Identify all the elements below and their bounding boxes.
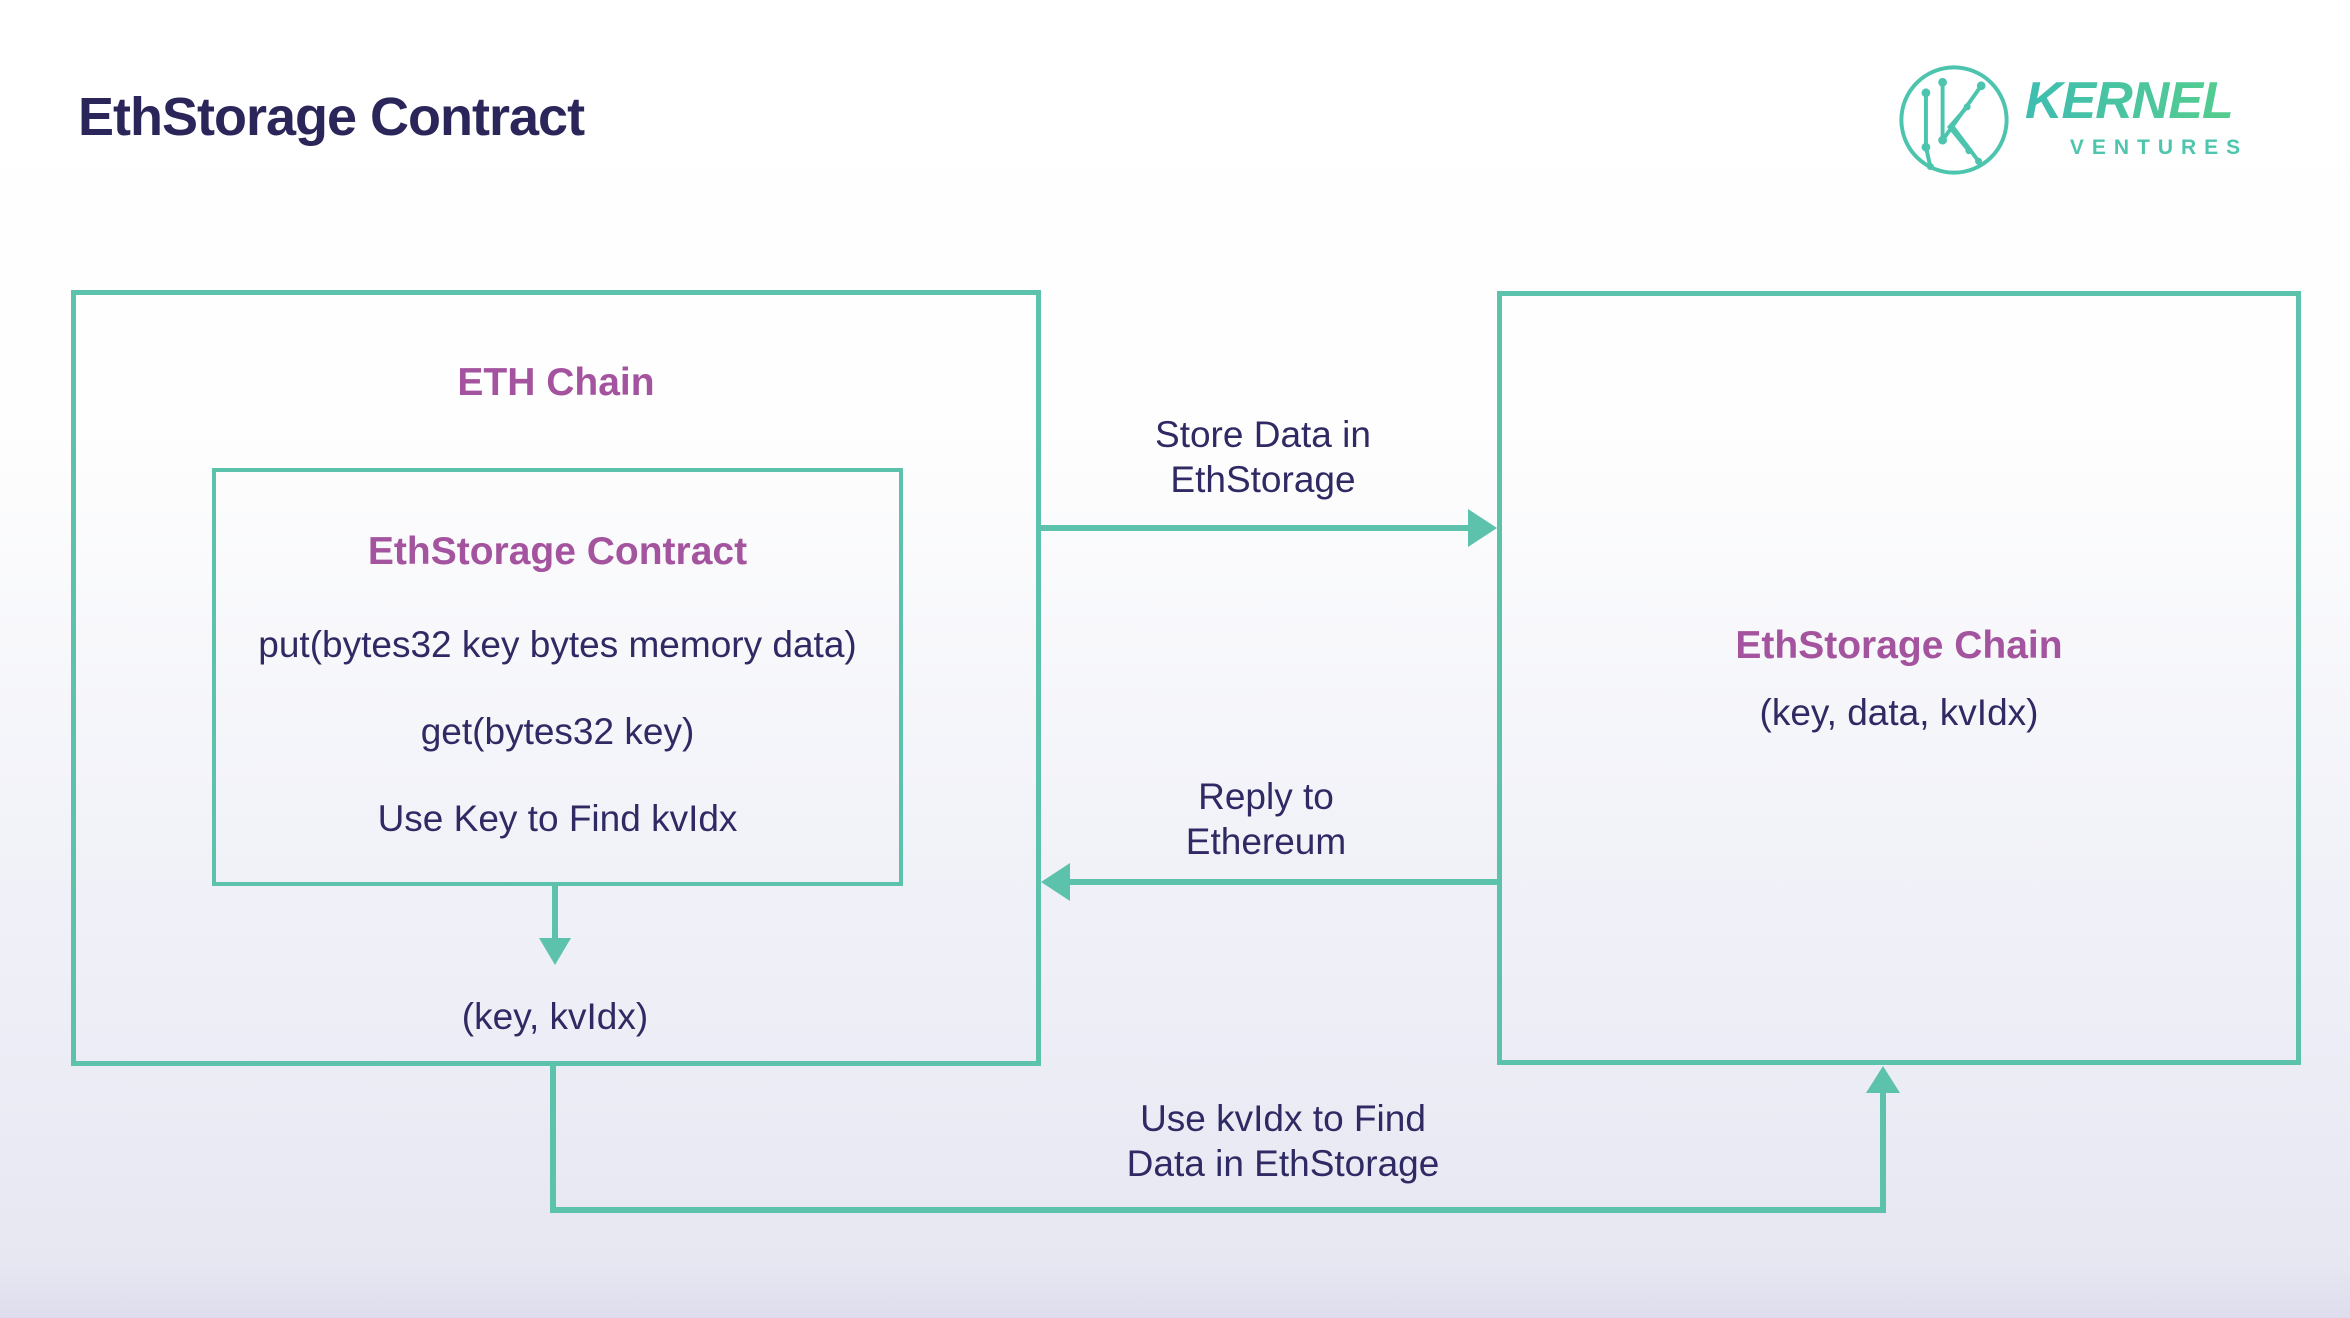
kernel-k-circle-icon xyxy=(1899,65,2009,175)
store-arrow-label-line2: EthStorage xyxy=(1170,459,1356,500)
find-arrow-label-line1: Use kvIdx to Find xyxy=(1140,1098,1426,1139)
contract-output-arrow-shaft xyxy=(552,886,558,940)
reply-arrow-label: Reply to Ethereum xyxy=(1066,774,1466,864)
page-title: EthStorage Contract xyxy=(78,87,585,147)
ethstorage-chain-tuple: (key, data, kvIdx) xyxy=(1759,692,2039,733)
kernel-ventures-logo: KERNEL VENTURES xyxy=(1897,60,2285,180)
reply-arrow-line xyxy=(1069,879,1497,885)
kernel-wordmark: KERNEL xyxy=(2025,72,2234,130)
logo-brand-text: KERNEL xyxy=(2025,72,2233,130)
find-arrowhead-icon xyxy=(1866,1066,1900,1093)
eth-chain-title: ETH Chain xyxy=(457,361,655,404)
ethstorage-chain-title: EthStorage Chain xyxy=(1735,624,2063,667)
contract-output-arrowhead-icon xyxy=(539,938,571,965)
store-arrowhead-icon xyxy=(1468,509,1497,547)
reply-arrowhead-icon xyxy=(1041,863,1070,901)
find-connector-left-segment xyxy=(550,1066,556,1213)
reply-arrow-label-line1: Reply to xyxy=(1198,776,1334,817)
logo-wordmark: KERNEL VENTURES xyxy=(2025,70,2285,160)
store-arrow-label: Store Data in EthStorage xyxy=(1063,412,1463,502)
ethstorage-contract-title: EthStorage Contract xyxy=(367,530,748,573)
find-connector-right-segment xyxy=(1880,1092,1886,1213)
find-arrow-label-line2: Data in EthStorage xyxy=(1126,1143,1440,1184)
reply-arrow-label-line2: Ethereum xyxy=(1185,821,1347,862)
find-connector-bottom-segment xyxy=(550,1207,1886,1213)
ethstorage-chain-box: EthStorage Chain (key, data, kvIdx) xyxy=(1497,291,2301,1065)
ethstorage-contract-box: EthStorage Contract put(bytes32 key byte… xyxy=(212,468,903,886)
logo-sub-text: VENTURES xyxy=(2069,136,2249,159)
contract-usekey-line: Use Key to Find kvIdx xyxy=(377,798,738,839)
key-kvidx-label: (key, kvIdx) xyxy=(461,996,649,1037)
store-arrow-label-line1: Store Data in xyxy=(1155,414,1371,455)
store-arrow-line xyxy=(1041,525,1471,531)
contract-get-line: get(bytes32 key) xyxy=(420,711,695,752)
eth-chain-box: ETH Chain xyxy=(71,290,1041,1066)
find-arrow-label: Use kvIdx to Find Data in EthStorage xyxy=(1063,1096,1503,1186)
contract-put-line: put(bytes32 key bytes memory data) xyxy=(258,624,857,665)
